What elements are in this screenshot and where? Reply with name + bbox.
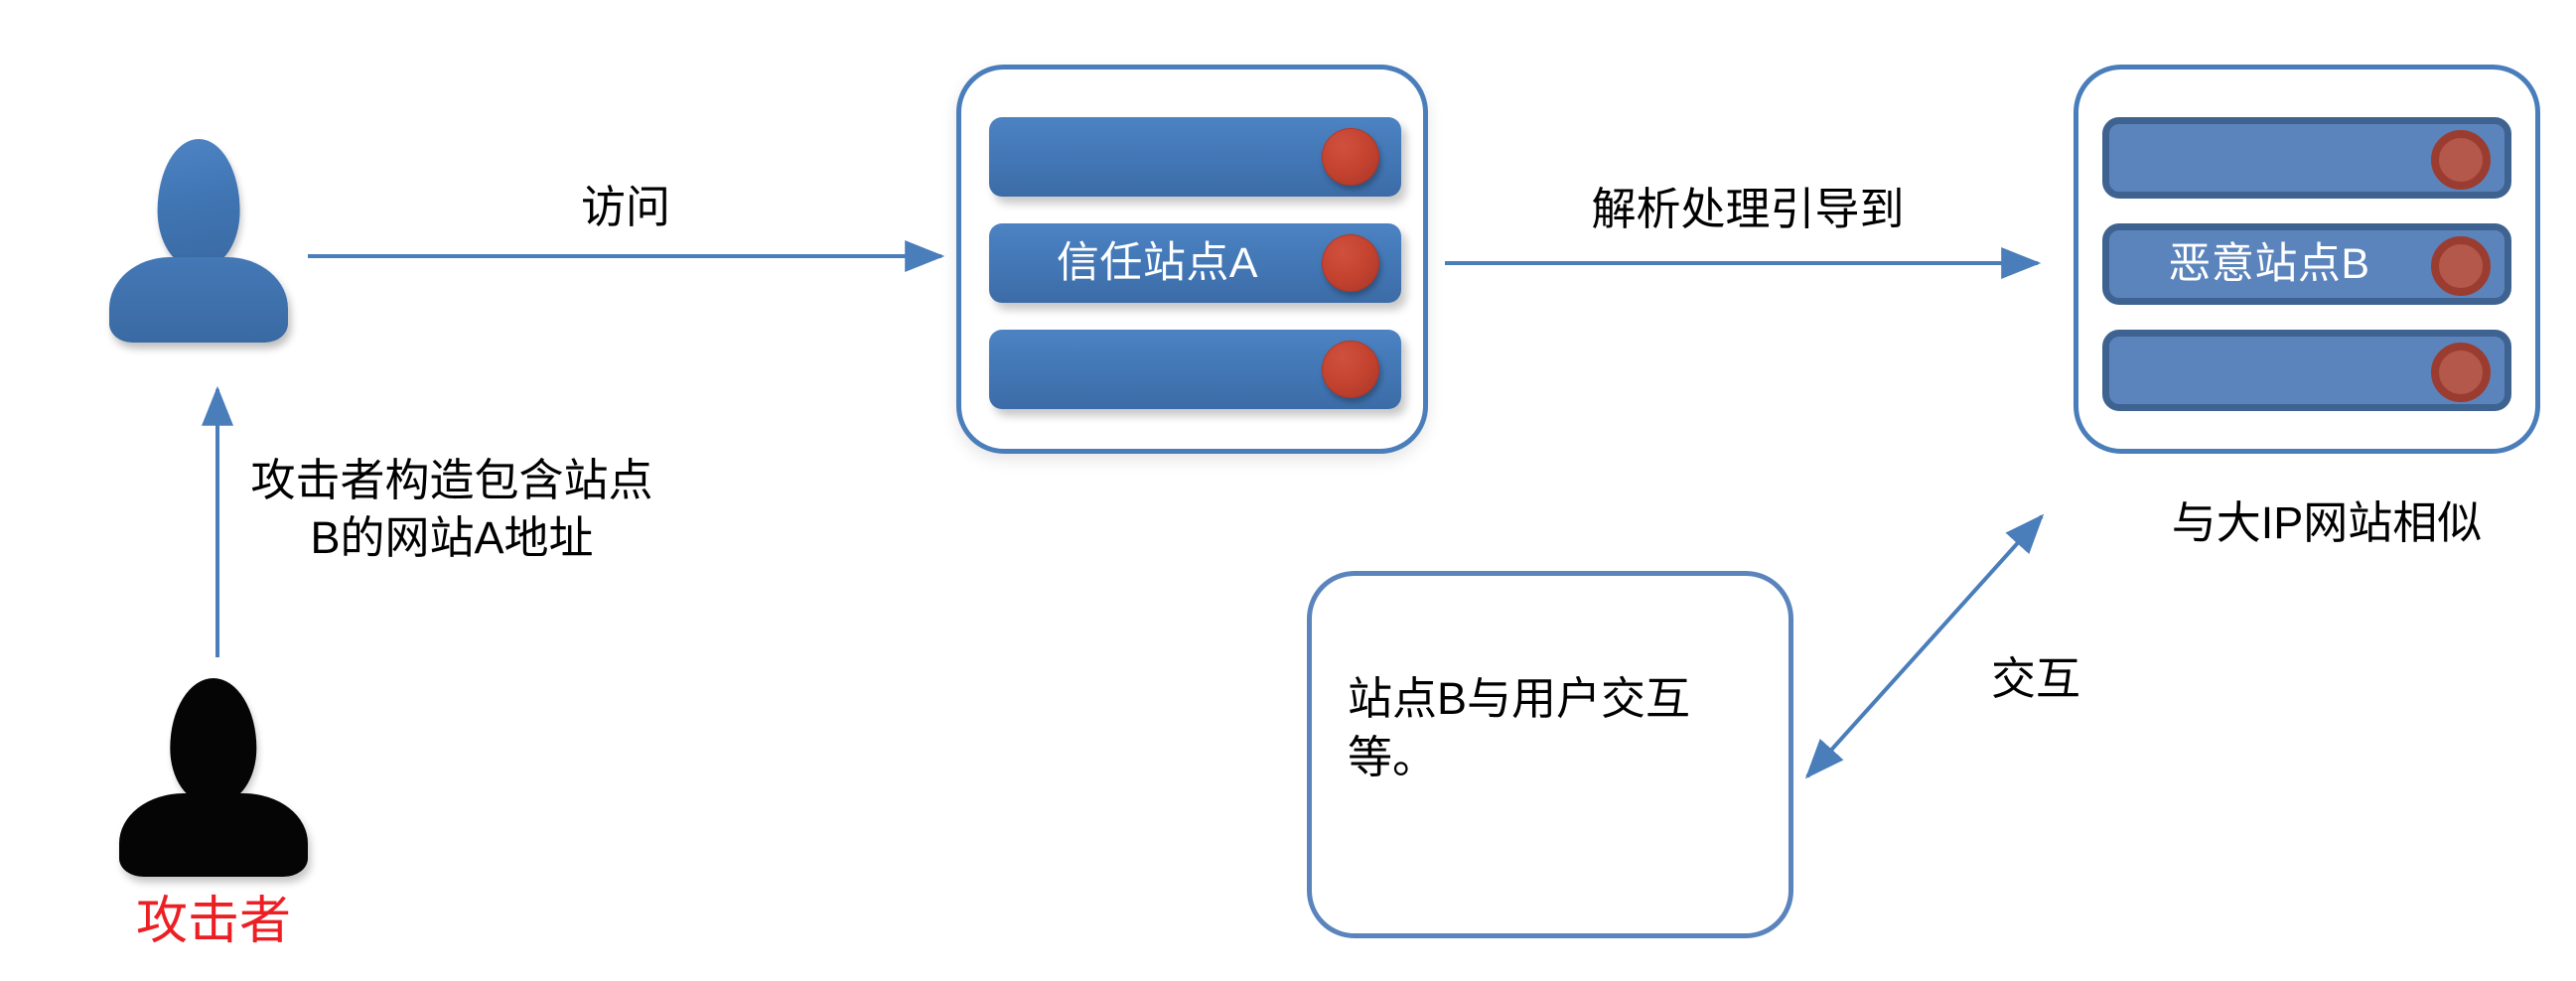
status-led-icon [2431,343,2491,402]
rack-bar-middle[interactable]: 信任站点A [989,223,1401,303]
edge-label-redirect: 解析处理引导到 [1591,184,1905,234]
server-caption-malicious-site-b: 与大IP网站相似 [2171,497,2483,548]
status-led-icon [1322,234,1379,292]
attacker-body [119,793,308,877]
arrow-note-to-site-b [1804,513,2045,779]
user-person-icon [109,139,288,343]
edge-label-visit: 访问 [580,182,670,232]
attacker-head [170,678,257,803]
edge-label-interact: 交互 [1990,653,2080,704]
note-box-text: 站点B与用户交互 等。 [1348,673,1691,782]
note-box-site-b-interaction: 站点B与用户交互 等。 [1307,571,1793,938]
rack-bar-top[interactable] [989,117,1401,197]
status-led-icon [2431,130,2491,190]
server-rack-trusted-site-a[interactable]: 信任站点A [956,65,1428,454]
user-head [157,139,240,268]
rack-bar-top[interactable] [2102,117,2511,199]
edge-label-attacker-craft: 攻击者构造包含站点 B的网站A地址 [250,455,653,563]
user-body [109,256,288,343]
status-led-icon [1322,128,1379,186]
rack-bar-bottom[interactable] [989,330,1401,409]
rack-bar-middle-label: 恶意站点B [2168,239,2370,288]
status-led-icon [1322,341,1379,398]
rack-bar-middle-label: 信任站点A [1056,238,1259,287]
attacker-label: 攻击者 [135,893,291,950]
status-led-icon [2431,236,2491,296]
attacker-person-icon [119,678,308,877]
server-rack-malicious-site-b[interactable]: 恶意站点B [2074,65,2540,454]
rack-bar-middle[interactable]: 恶意站点B [2102,223,2511,305]
rack-bar-bottom[interactable] [2102,330,2511,411]
